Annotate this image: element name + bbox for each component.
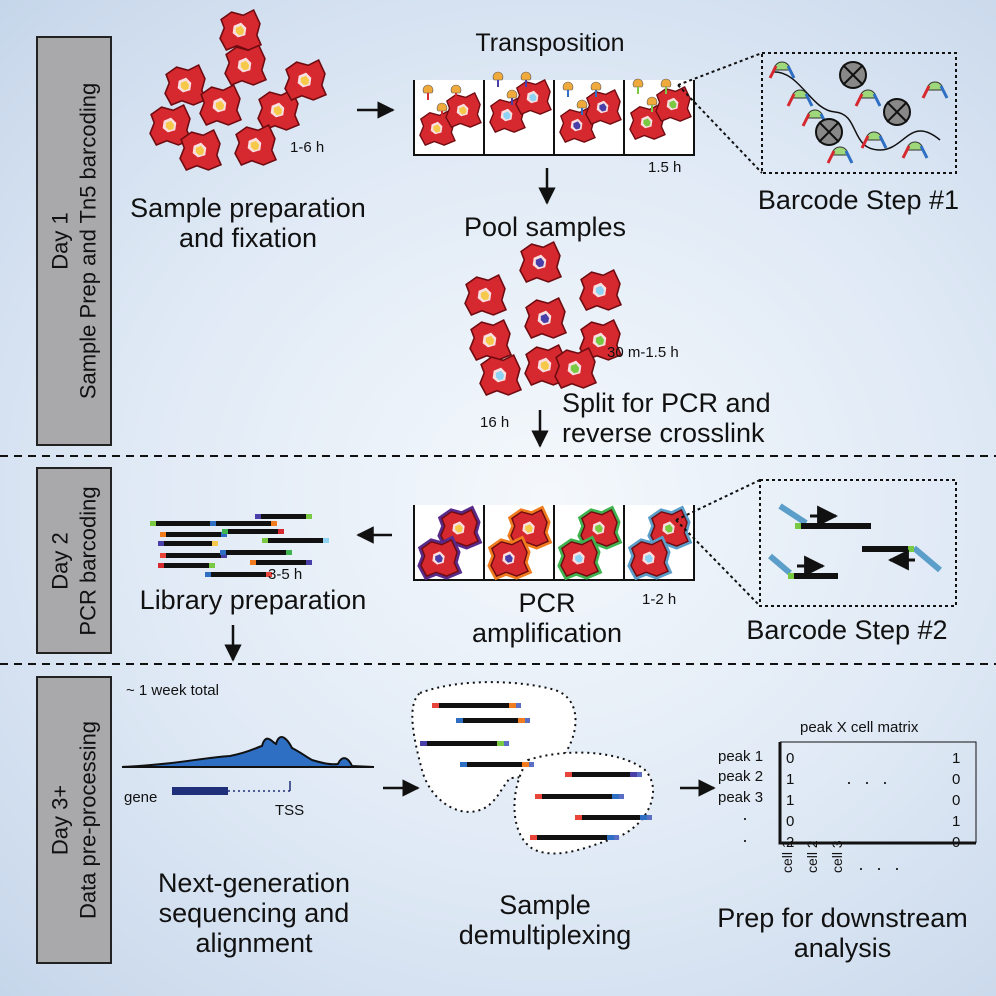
- gene-label: gene: [124, 789, 158, 806]
- matrix-row-label-1: peak 1: [718, 748, 764, 765]
- cell-icon: [519, 240, 563, 283]
- matrix-cell: 1: [786, 771, 795, 788]
- library-fragments: [150, 514, 329, 577]
- nucleosome-icon: [815, 118, 843, 146]
- sample-cells-cluster: [149, 8, 328, 171]
- sample-prep-caption: Sample preparation and fixation: [130, 193, 366, 254]
- barcode-step2-label: Barcode Step #2: [746, 615, 948, 645]
- matrix-row-label-2: peak 2: [718, 768, 764, 785]
- pooled-cells-cluster: [464, 240, 623, 396]
- matrix-cell: 1: [952, 750, 961, 767]
- cell-icon: [464, 273, 508, 316]
- cell-icon: [257, 88, 301, 131]
- demux-fragments: [420, 703, 652, 840]
- matrix-title: peak X cell matrix: [800, 719, 919, 736]
- matrix-cell: 1: [952, 813, 961, 830]
- barcode-step1-zoom-box: [761, 52, 957, 174]
- transposition-time: 1.5 h: [648, 159, 682, 176]
- split-time: 16 h: [480, 414, 510, 431]
- demux-blob-2: [513, 751, 655, 855]
- cell-icon: [629, 103, 666, 140]
- cell-icon: [179, 128, 223, 171]
- day1-sub: Sample Prep and Tn5 barcoding: [75, 82, 100, 400]
- cell-icon: [164, 63, 208, 106]
- matrix-col-label-ellipsis: ···: [858, 858, 912, 878]
- pcr-time: 1-2 h: [642, 591, 677, 608]
- cell-icon: [219, 8, 263, 51]
- matrix-cell: 0: [786, 813, 795, 830]
- side-panel-day1: Day 1 Sample Prep and Tn5 barcoding: [36, 36, 112, 446]
- matrix-row-ellipsis: ·: [742, 808, 748, 828]
- matrix-cell: 0: [952, 792, 961, 809]
- matrix-col-ellipsis: ···: [846, 772, 900, 792]
- transposition-title: Transposition: [475, 29, 625, 57]
- matrix-box: [778, 741, 977, 845]
- cell-icon: [417, 535, 463, 581]
- cell-icon: [419, 109, 456, 146]
- tss-label: TSS: [275, 802, 305, 819]
- prep-caption: Prep for downstream analysis: [717, 903, 968, 964]
- cell-icon: [489, 96, 526, 133]
- pool-time: 30 m-1.5 h: [607, 344, 679, 361]
- barcode-step1-label: Barcode Step #1: [757, 185, 960, 215]
- cell-icon: [524, 296, 568, 339]
- matrix-cell: 0: [952, 771, 961, 788]
- pcr-well-cells: [417, 505, 693, 581]
- library-prep-title: Library preparation: [139, 585, 367, 615]
- matrix-col-label-3: cell 3: [829, 840, 845, 873]
- day1-label: Day 1: [47, 212, 73, 270]
- cell-icon: [224, 43, 268, 86]
- cell-icon: [234, 123, 278, 166]
- cell-icon: [559, 106, 596, 143]
- side-panel-day3: Day 3+ Data pre-processing: [36, 676, 112, 964]
- cell-icon: [284, 58, 328, 101]
- matrix-cell: 2: [786, 834, 795, 851]
- nucleosome-icon: [883, 98, 911, 126]
- coverage-track: [121, 736, 375, 768]
- cell-icon: [479, 353, 523, 396]
- day3-label: Day 3+: [47, 784, 73, 856]
- sample-prep-time: 1-6 h: [290, 139, 325, 156]
- barcode-step2-zoom-box: [759, 479, 957, 607]
- ngs-caption: Next-generation sequencing and alignment: [157, 868, 351, 959]
- cell-icon: [469, 318, 513, 361]
- gene-model: [172, 781, 291, 795]
- matrix-cell: 0: [786, 750, 795, 767]
- matrix-col-label-2: cell 2: [804, 840, 820, 873]
- nucleosome-icon: [839, 61, 867, 89]
- pcr-caption: PCR amplification: [471, 588, 623, 649]
- split-caption: Split for PCR and reverse crosslink: [562, 388, 771, 449]
- cell-icon: [579, 268, 623, 311]
- cell-icon: [557, 535, 603, 581]
- cell-icon: [585, 88, 622, 125]
- cell-icon: [554, 346, 598, 389]
- cell-icon: [627, 535, 673, 581]
- side-panel-day2: Day 2 PCR barcoding: [36, 467, 112, 654]
- demux-blob-1: [411, 681, 577, 813]
- tn5-complexes: [768, 61, 949, 164]
- day2-sub: PCR barcoding: [75, 485, 100, 636]
- day2-label: Day 2: [47, 531, 73, 590]
- transposition-wells: [413, 80, 695, 156]
- library-time: 3-5 h: [268, 566, 303, 583]
- demux-caption: Sample demultiplexing: [458, 890, 632, 951]
- transposition-well-cells: [419, 71, 692, 146]
- cell-icon: [199, 83, 243, 126]
- cell-icon: [515, 78, 552, 115]
- cell-icon: [445, 91, 482, 128]
- matrix-cell: 1: [786, 792, 795, 809]
- matrix-row-label-3: peak 3: [718, 789, 764, 806]
- matrix-cell: 0: [952, 834, 961, 851]
- matrix-row-ellipsis: ·: [742, 830, 748, 850]
- matrix-col-label-1: cell 1: [779, 840, 795, 873]
- cell-icon: [487, 535, 533, 581]
- day3-sub: Data pre-processing: [75, 720, 100, 920]
- pool-samples-title: Pool samples: [463, 212, 627, 242]
- cell-icon: [655, 85, 692, 122]
- pcr-wells: [413, 505, 695, 581]
- total-time: ~ 1 week total: [126, 682, 219, 699]
- pcr-primers: [768, 503, 942, 579]
